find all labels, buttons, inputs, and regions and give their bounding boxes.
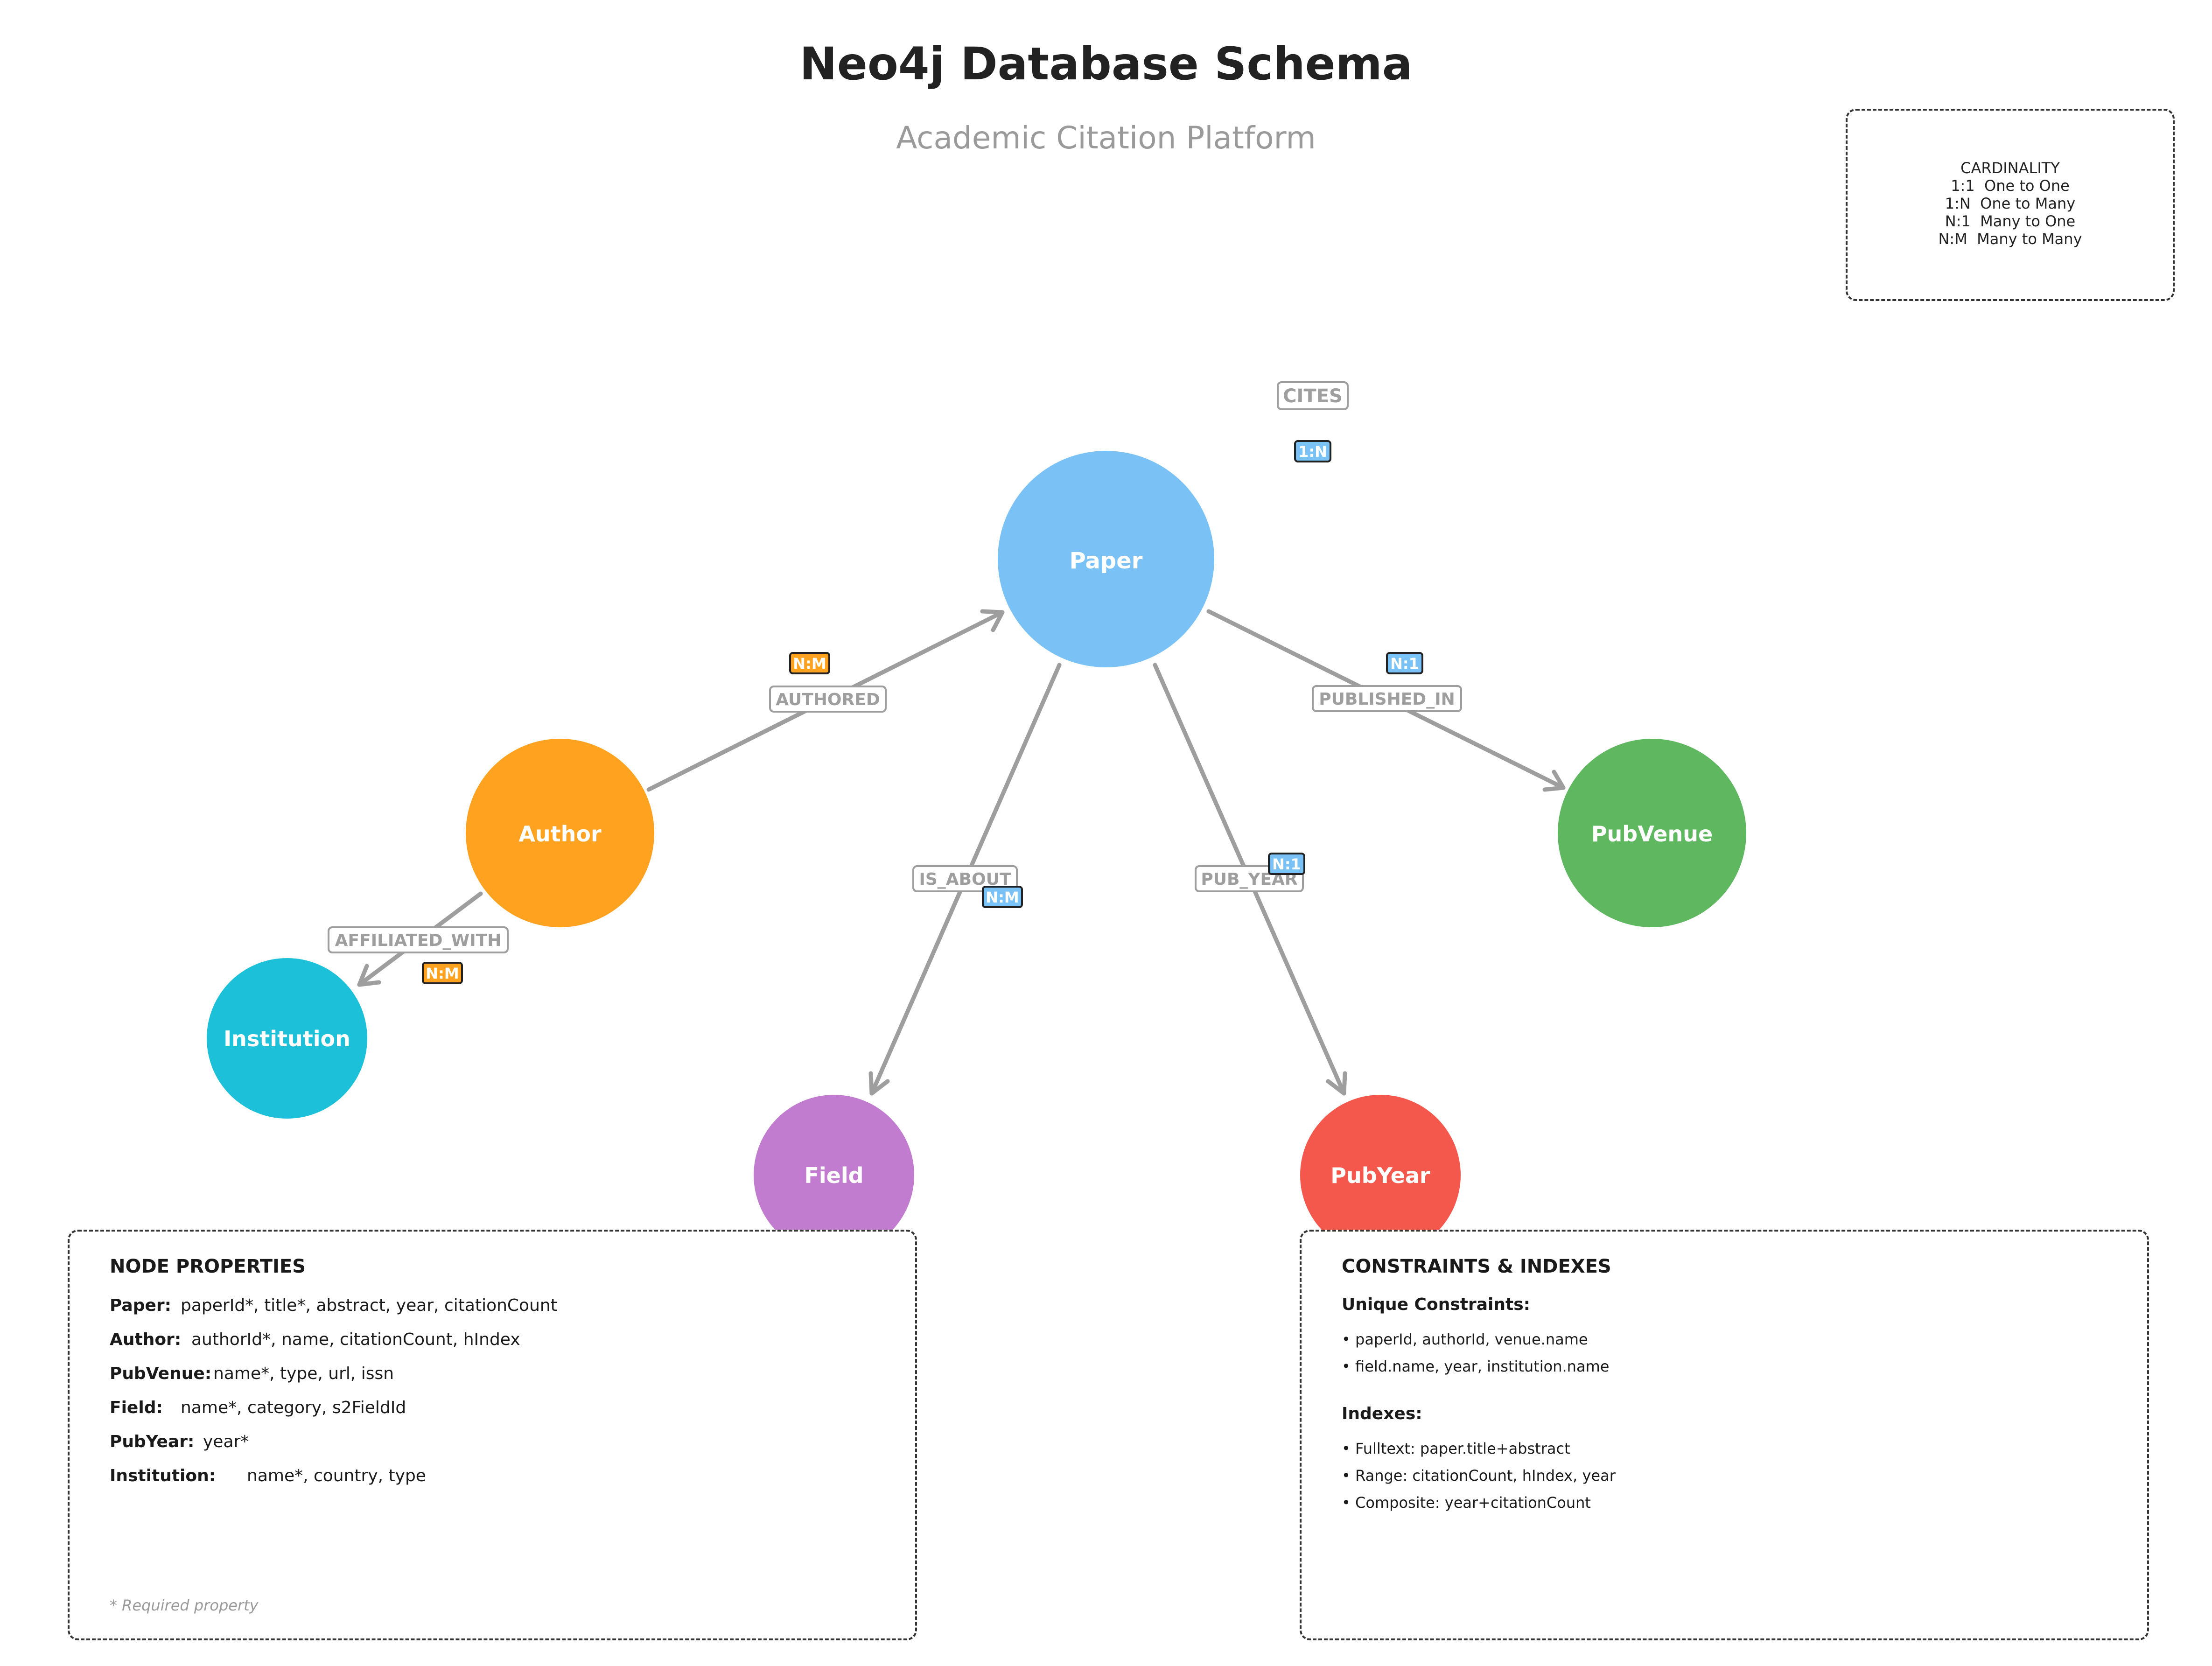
prop-paper-key: Paper: — [110, 1296, 172, 1315]
badge-pub-year: N:1 — [1268, 853, 1305, 875]
node-paper-label: Paper — [1070, 548, 1143, 574]
node-institution-label: Institution — [224, 1026, 350, 1051]
legend-row-one-to-one: 1:1 One to One — [1951, 177, 2070, 195]
badge-cites-box — [1294, 440, 1331, 462]
node-pubyear-circle — [1300, 1095, 1461, 1255]
prop-institution-key: Institution: — [110, 1466, 216, 1485]
legend-row-many-to-many: N:M Many to Many — [1938, 230, 2082, 248]
badge-pub-year-box — [1268, 853, 1305, 875]
badge-affiliated-with-text: N:M — [426, 965, 459, 982]
rel-label-authored: AUTHORED — [769, 686, 887, 713]
node-paper-circle — [998, 451, 1214, 667]
node-pubyear-label: PubYear — [1330, 1163, 1430, 1188]
node-institution-circle — [207, 958, 367, 1119]
unique-item: • paperId, authorId, venue.name — [1342, 1330, 1588, 1348]
node-field-label: Field — [804, 1163, 863, 1188]
constraints-panel: CONSTRAINTS & INDEXES Unique Constraints… — [1300, 1230, 2149, 1640]
node-pubyear[interactable]: PubYear — [1300, 1095, 1461, 1255]
node-author-circle — [466, 739, 654, 927]
indexes-heading: Indexes: — [1342, 1404, 1422, 1423]
rel-label-cites: CITES — [1277, 381, 1349, 410]
node-pubvenue[interactable]: PubVenue — [1558, 739, 1746, 927]
badge-published-in-text: N:1 — [1390, 655, 1419, 672]
index-item: • Composite: year+citationCount — [1342, 1494, 1591, 1512]
prop-paper-value: paperId*, title*, abstract, year, citati… — [181, 1296, 557, 1315]
node-paper[interactable]: Paper — [998, 451, 1214, 667]
prop-field-key: Field: — [110, 1398, 163, 1417]
rel-published-in-text: PUBLISHED_IN — [1319, 690, 1455, 709]
rel-label-is-about: IS_ABOUT — [912, 865, 1018, 892]
legend-row-many-to-one: N:1 Many to One — [1945, 212, 2076, 230]
node-pubvenue-label: PubVenue — [1591, 821, 1713, 847]
prop-pubvenue-value: name*, type, url, issn — [213, 1364, 394, 1383]
node-field[interactable]: Field — [754, 1095, 914, 1255]
badge-pub-year-text: N:1 — [1272, 855, 1301, 873]
prop-author-key: Author: — [110, 1330, 182, 1349]
node-author-label: Author — [518, 821, 602, 847]
prop-field-value: name*, category, s2FieldId — [181, 1398, 406, 1417]
rel-label-published-in: PUBLISHED_IN — [1312, 685, 1462, 712]
badge-affiliated-with: N:M — [422, 962, 463, 984]
badge-affiliated-with-box — [422, 962, 463, 984]
rel-authored-text: AUTHORED — [776, 690, 880, 709]
constraints-heading: CONSTRAINTS & INDEXES — [1342, 1256, 1611, 1277]
node-institution[interactable]: Institution — [207, 958, 367, 1119]
prop-author-value: authorId*, name, citationCount, hIndex — [191, 1330, 520, 1349]
unique-constraints-heading: Unique Constraints: — [1342, 1295, 1531, 1314]
page-subtitle: Academic Citation Platform — [896, 120, 1316, 156]
badge-is-about-box — [982, 886, 1023, 908]
cardinality-legend: CARDINALITY 1:1 One to One 1:N One to Ma… — [1846, 109, 2175, 301]
prop-institution-value: name*, country, type — [247, 1466, 426, 1485]
node-author[interactable]: Author — [466, 739, 654, 927]
badge-authored-box — [789, 652, 830, 674]
badge-authored-text: N:M — [793, 655, 826, 672]
prop-pubyear-value: year* — [203, 1432, 249, 1451]
rel-affiliated-with-text: AFFILIATED_WITH — [335, 931, 502, 950]
badge-is-about: N:M — [982, 886, 1023, 908]
node-field-circle — [754, 1095, 914, 1255]
legend-row-one-to-many: 1:N One to Many — [1945, 195, 2076, 212]
unique-item: • field.name, year, institution.name — [1342, 1358, 1610, 1375]
badge-cites-text: 1:N — [1298, 443, 1327, 461]
badge-is-about-text: N:M — [986, 889, 1019, 906]
node-properties-panel: NODE PROPERTIES Paper: paperId*, title*,… — [68, 1230, 917, 1640]
node-properties-heading: NODE PROPERTIES — [110, 1256, 306, 1277]
required-note: * Required property — [110, 1596, 259, 1614]
badge-published-in-box — [1386, 652, 1423, 674]
legend-heading: CARDINALITY — [1960, 159, 2060, 177]
rel-label-affiliated-with: AFFILIATED_WITH — [328, 926, 509, 953]
badge-published-in: N:1 — [1386, 652, 1423, 674]
prop-pubyear-key: PubYear: — [110, 1432, 195, 1451]
index-item: • Fulltext: paper.title+abstract — [1342, 1440, 1570, 1457]
index-item: • Range: citationCount, hIndex, year — [1342, 1467, 1616, 1484]
badge-authored: N:M — [789, 652, 830, 674]
rel-cites-text: CITES — [1283, 385, 1343, 407]
badge-cites: 1:N — [1294, 440, 1331, 462]
prop-pubvenue-key: PubVenue: — [110, 1364, 212, 1383]
node-pubvenue-circle — [1558, 739, 1746, 927]
page-title: Neo4j Database Schema — [799, 38, 1412, 90]
